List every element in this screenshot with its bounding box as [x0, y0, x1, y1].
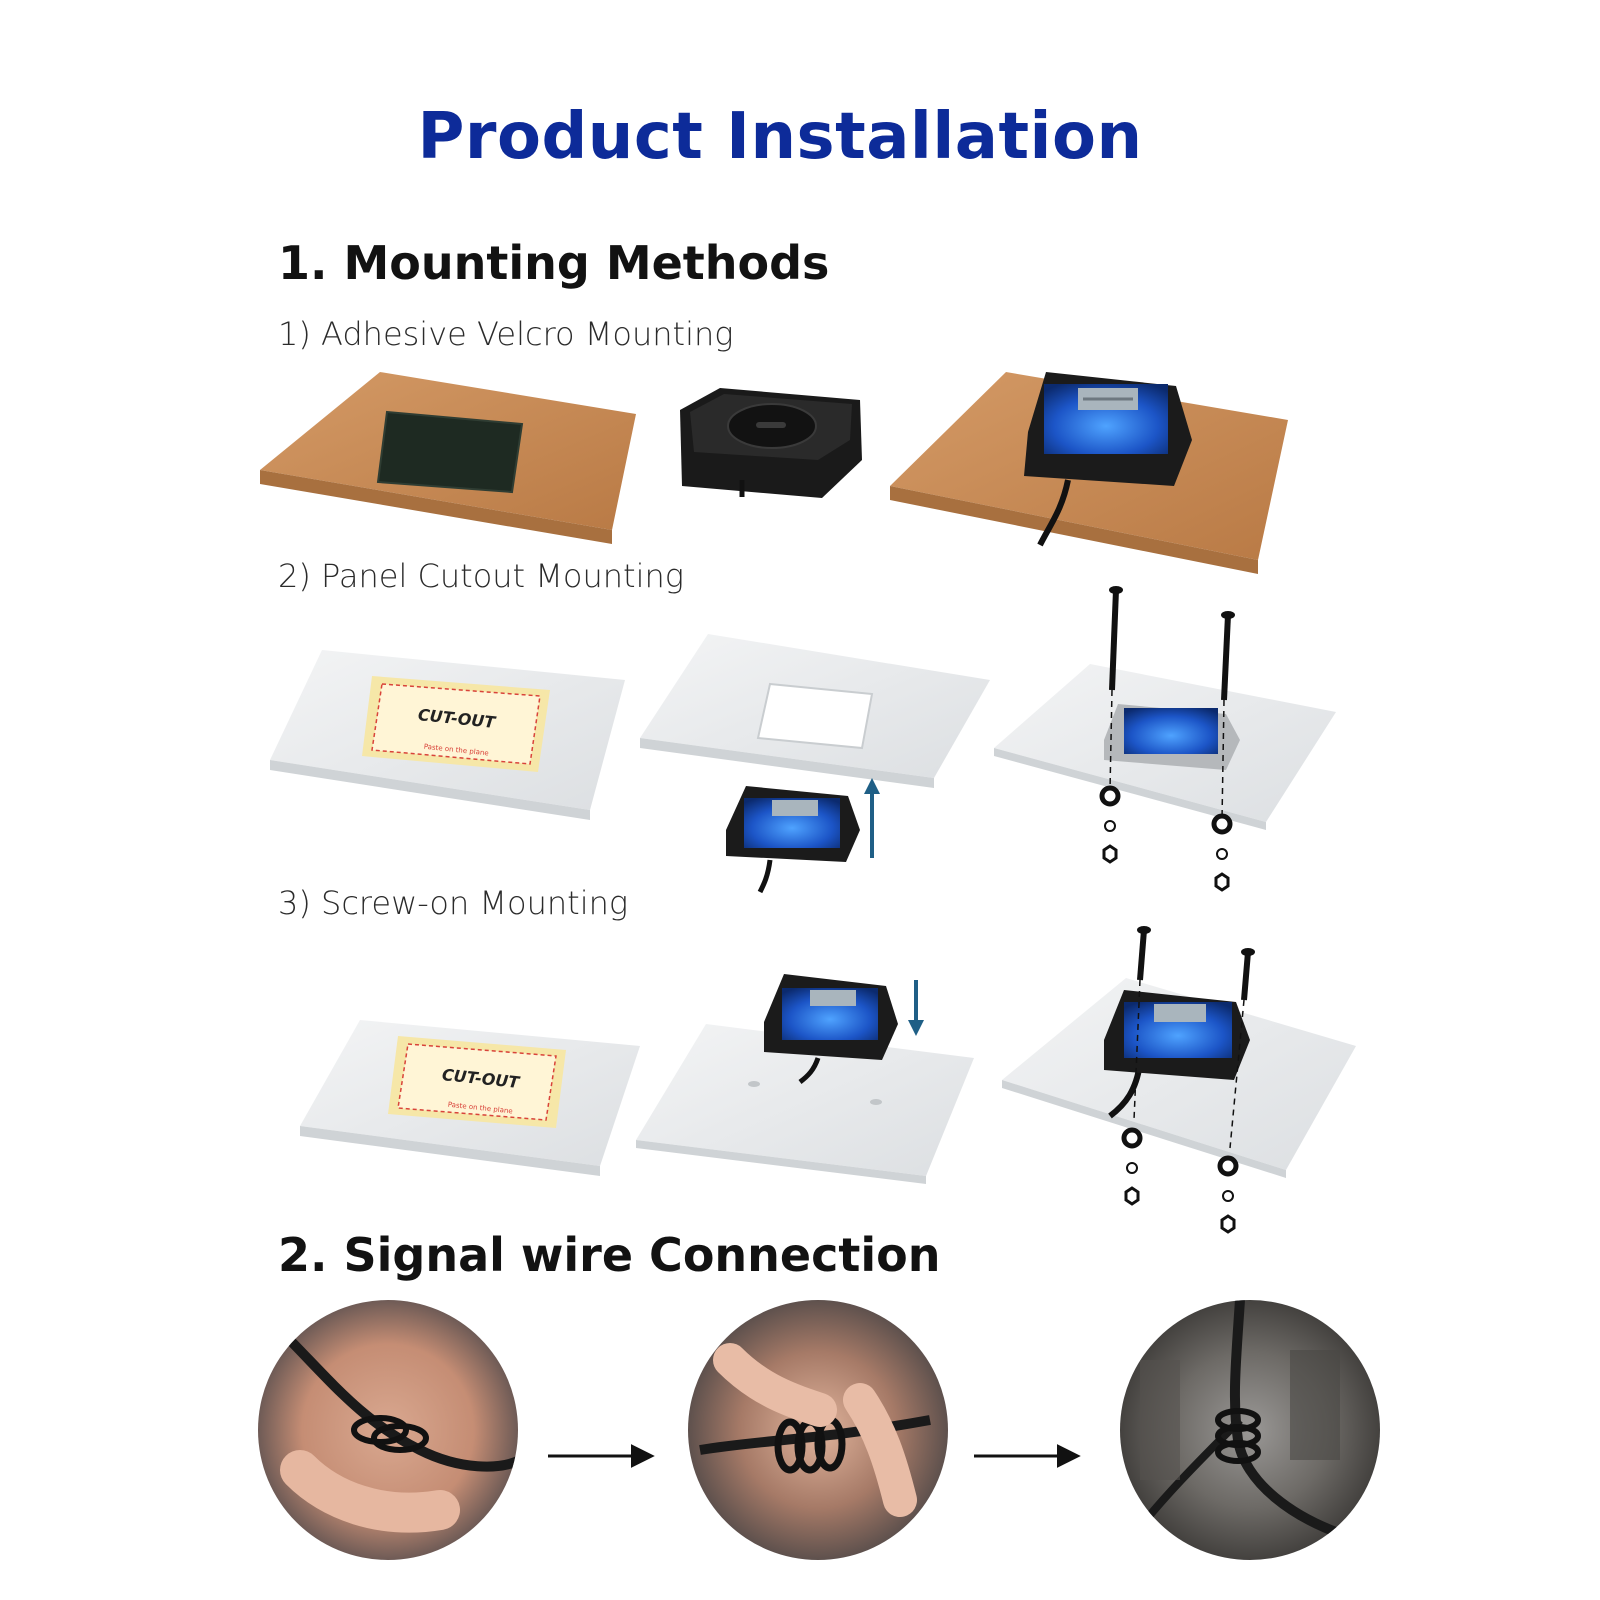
- section-signal-heading: 2. Signal wire Connection: [278, 1228, 941, 1282]
- section-mounting-heading: 1. Mounting Methods: [278, 236, 830, 290]
- method-velcro-label: 1) Adhesive Velcro Mounting: [278, 315, 734, 353]
- velcro-board: [260, 372, 636, 544]
- signal-step-3-photo: [1120, 1300, 1380, 1560]
- washer-nut-set-left: [1099, 785, 1121, 864]
- washer-nut-set-left-2: [1121, 1127, 1143, 1206]
- signal-step-2-photo: [688, 1300, 948, 1560]
- method-screw-label: 3) Screw-on Mounting: [278, 884, 629, 922]
- meter-below-panel: [726, 778, 880, 894]
- panel-cutout-result: [994, 586, 1336, 892]
- meter-back-view: [680, 388, 862, 498]
- washer-nut-set-right: [1211, 813, 1233, 892]
- acrylic-panel-drilled: [636, 974, 974, 1184]
- acrylic-panel-with-template: CUT-OUT Paste on the plane: [270, 650, 625, 820]
- acrylic-panel-with-template-2: CUT-OUT Paste on the plane: [300, 1020, 640, 1176]
- screw-on-result: [1002, 926, 1356, 1234]
- acrylic-panel-with-hole: [640, 634, 990, 788]
- signal-step-1-photo: [258, 1300, 518, 1560]
- method-cutout-label: 2) Panel Cutout Mounting: [278, 557, 684, 595]
- washer-nut-set-right-2: [1217, 1155, 1239, 1234]
- velcro-mounted-result: [890, 372, 1288, 574]
- page-title: Product Installation: [417, 100, 1143, 174]
